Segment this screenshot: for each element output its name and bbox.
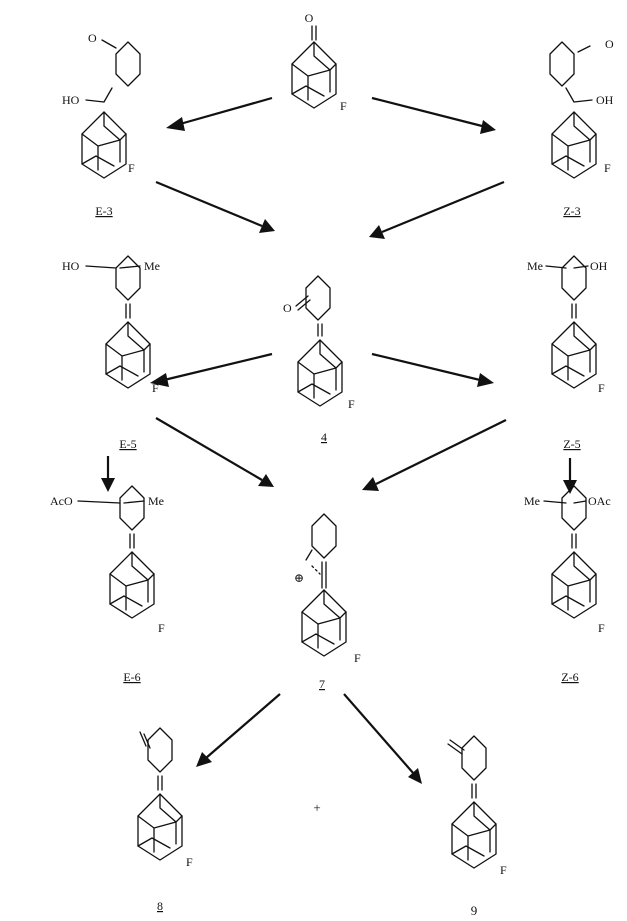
plus-sign: + <box>313 800 320 815</box>
arrow-4-to-e5 <box>163 352 273 382</box>
fluorine-atom: F <box>158 621 165 635</box>
compound-z3: O OH F Z-3 <box>549 37 614 218</box>
label-7: 7 <box>319 677 325 691</box>
arrowhead <box>408 768 422 784</box>
compound-4: O F 4 <box>283 275 355 444</box>
fluorine-atom: F <box>604 161 611 175</box>
methyl-label: Me <box>144 259 160 273</box>
arrowhead <box>369 225 385 239</box>
arrowhead <box>477 373 494 387</box>
label-z5: Z-5 <box>563 437 580 451</box>
arrowhead <box>150 373 169 387</box>
arrow-z3-to-4 <box>381 180 505 234</box>
arrowhead <box>258 474 274 487</box>
compound-z5: Me OH F Z-5 <box>527 255 608 451</box>
label-4: 4 <box>321 430 327 444</box>
fluorine-atom: F <box>598 621 605 635</box>
oxygen-atom: O <box>305 11 314 25</box>
label-e5: E-5 <box>119 437 136 451</box>
label-e6: E-6 <box>123 670 140 684</box>
label-z6: Z-6 <box>561 670 578 684</box>
arrows <box>101 96 577 784</box>
compound-9: F 9 <box>447 735 507 918</box>
compound-8: F 8 <box>137 727 193 913</box>
compound-7: ⊕ F 7 <box>294 513 361 691</box>
arrowhead <box>259 219 275 233</box>
fluorine-atom: F <box>186 855 193 869</box>
oxygen-atom: O <box>283 301 292 315</box>
fluorine-atom: F <box>348 397 355 411</box>
compound-e5: HO Me F E-5 <box>62 255 160 451</box>
arrow-7-to-8 <box>205 693 281 759</box>
arrowhead <box>480 120 496 134</box>
hydroxyl-label: OH <box>590 259 608 273</box>
fluorine-atom: F <box>598 381 605 395</box>
fluorine-atom: F <box>340 99 347 113</box>
arrowhead <box>563 480 577 494</box>
hydroxyl-label: HO <box>62 93 80 107</box>
fluorine-atom: F <box>128 161 135 175</box>
compound-z6: Me OAc F Z-6 <box>524 485 611 684</box>
cation-symbol: ⊕ <box>294 571 304 585</box>
oxygen-atom: O <box>605 37 614 51</box>
label-z3: Z-3 <box>563 204 580 218</box>
label-9: 9 <box>471 903 478 918</box>
arrow-e3-to-4 <box>155 180 263 228</box>
arrow-7-to-9 <box>343 693 415 775</box>
fluorine-atom: F <box>500 863 507 877</box>
arrowhead <box>166 117 185 131</box>
compound-e3: O HO F E-3 <box>62 31 141 218</box>
label-e3: E-3 <box>95 204 112 218</box>
methyl-label: Me <box>148 494 164 508</box>
arrow-e5-to-7 <box>155 417 263 481</box>
label-8: 8 <box>157 899 163 913</box>
arrow-ketone-to-e3 <box>179 96 273 126</box>
methyl-label: Me <box>527 259 543 273</box>
arrow-4-to-z5 <box>371 352 481 382</box>
arrow-z5-to-7 <box>375 419 507 485</box>
hydroxyl-label: HO <box>62 259 80 273</box>
compound-e6: AcO Me F E-6 <box>50 485 165 684</box>
acetoxy-label: OAc <box>588 494 611 508</box>
fluorine-atom: F <box>152 381 159 395</box>
methyl-label: Me <box>524 494 540 508</box>
arrowhead <box>196 752 212 767</box>
acetoxy-label: AcO <box>50 494 73 508</box>
arrow-ketone-to-z3 <box>371 96 483 128</box>
arrowhead <box>101 478 115 492</box>
fluorine-atom: F <box>354 651 361 665</box>
oxygen-atom: O <box>88 31 97 45</box>
hydroxyl-label: OH <box>596 93 614 107</box>
starting-ketone: O F <box>291 11 347 113</box>
arrowhead <box>362 477 379 491</box>
